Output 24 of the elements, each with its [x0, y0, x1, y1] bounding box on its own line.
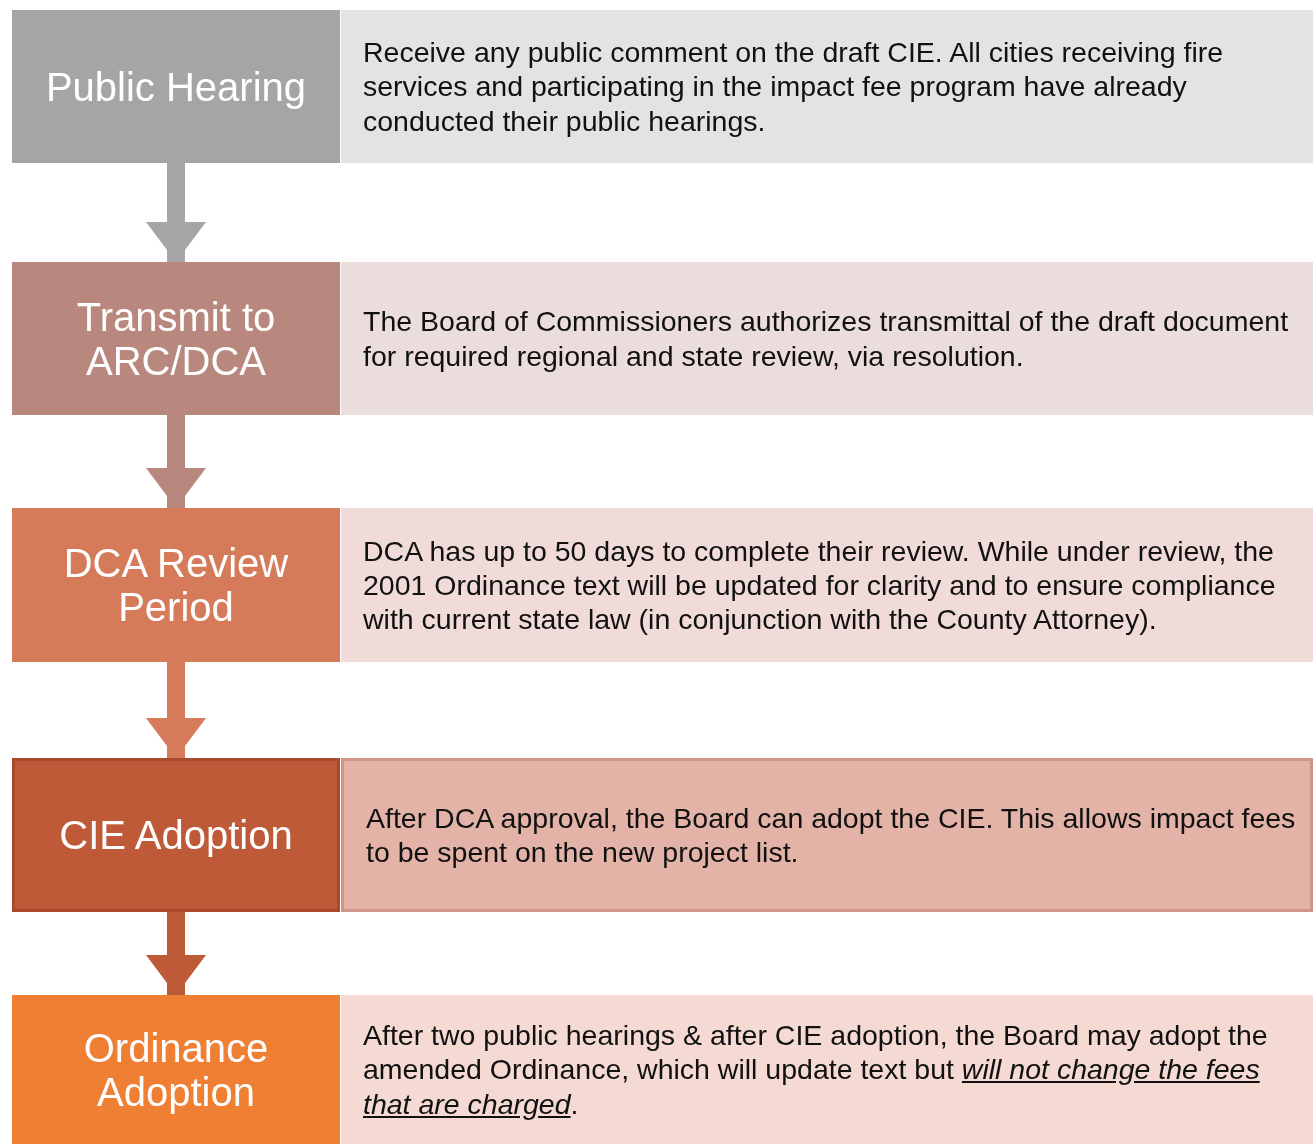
- step-description: Receive any public comment on the draft CIE. All cities receiving fire services and participating in the impact fee program have already conducted their public hearings.: [363, 35, 1225, 138]
- description-panel: [341, 10, 1313, 163]
- arrow: [146, 662, 206, 758]
- step-box: [12, 508, 340, 662]
- step-description: After DCA approval, the Board can adopt the CIE. This allows impact fees to be spent on the new project list.: [366, 800, 1297, 870]
- step-description: DCA has up to 50 days to complete their review. While under review, the 2001 Ordinance text will be updated for clarity and to ensure compliance with current state law (in conjunction with the County Attorney).: [363, 533, 1277, 637]
- step-title: DCA Review Period: [62, 541, 290, 629]
- description-panel: [341, 508, 1313, 662]
- description-panel: [341, 262, 1313, 415]
- step-box: [12, 10, 340, 163]
- description-panel: [341, 995, 1313, 1144]
- arrow: [146, 163, 206, 262]
- step-box: [12, 758, 340, 912]
- arrow: [146, 912, 206, 995]
- step-description: The Board of Commissioners authorizes transmittal of the draft document for required regional and state review, via resolution.: [363, 304, 1290, 373]
- description-panel: [341, 758, 1313, 912]
- step-title: Ordinance Adoption: [82, 1025, 270, 1114]
- step-title: Transmit to ARC/DCA: [75, 294, 277, 383]
- step-title: CIE Adoption: [59, 813, 293, 857]
- step-description: After two public hearings & after CIE adoption, the Board may adopt the amended Ordinance, which will update text but will not change the fees that are charged.: [363, 1018, 1269, 1121]
- arrow: [146, 415, 206, 508]
- step-title: Public Hearing: [45, 64, 307, 109]
- step-box: [12, 995, 340, 1144]
- step-box: [12, 262, 340, 415]
